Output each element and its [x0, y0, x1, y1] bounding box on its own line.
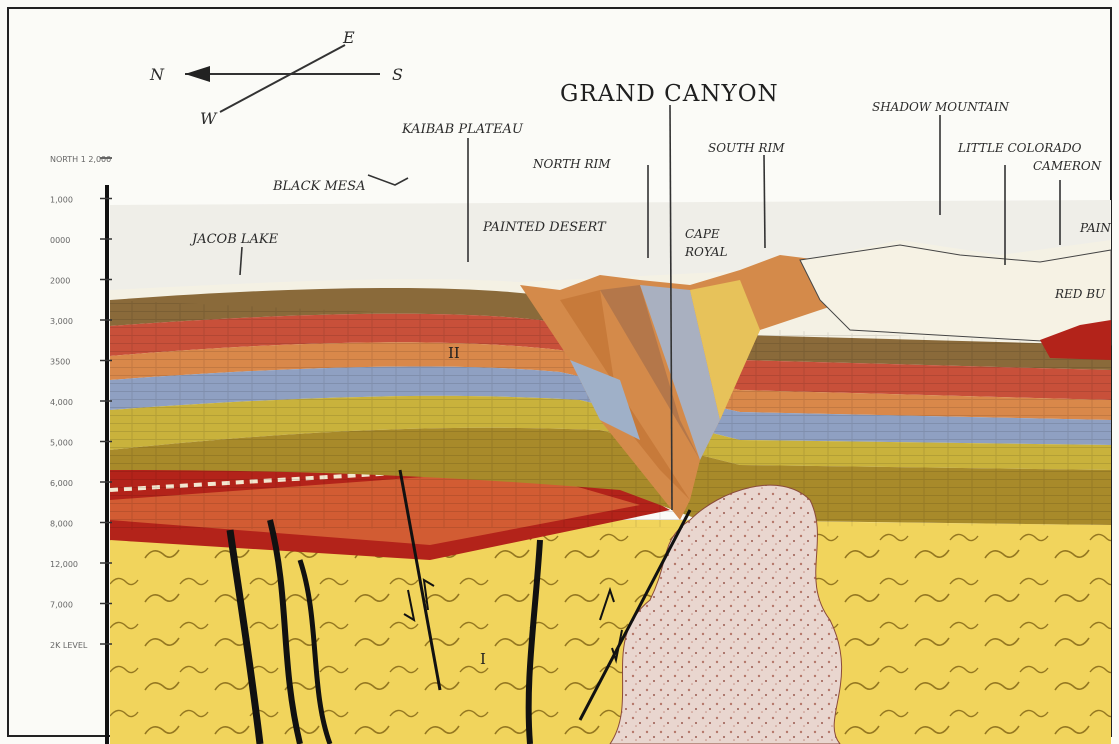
label-paint-partial: PAIN — [1079, 221, 1111, 235]
label-red-butte-partial: RED BU — [1054, 287, 1106, 301]
scale-tick-label: 6,000 — [50, 479, 73, 488]
label-north-rim: NORTH RIM — [532, 157, 611, 171]
scale-tick-label: 4,000 — [50, 398, 73, 407]
label-cape: CAPE — [685, 227, 720, 241]
scale-tick-label: 5,000 — [50, 439, 73, 448]
label-little-colorado: LITTLE COLORADO — [957, 141, 1082, 155]
compass-e: E — [342, 28, 355, 47]
diagram-title: GRAND CANYON — [560, 81, 779, 107]
scale-tick-label: 3,000 — [50, 317, 73, 326]
scale-tick-label: 2000 — [50, 277, 70, 286]
scale-tick-label: 7,000 — [50, 601, 73, 610]
label-black-mesa: BLACK MESA — [272, 179, 365, 194]
label-cameron: CAMERON — [1033, 159, 1102, 173]
scale-tick-label: 2K LEVEL — [50, 641, 88, 650]
label-kaibab-plateau: KAIBAB PLATEAU — [401, 122, 524, 137]
compass-n: N — [149, 65, 165, 84]
scale-tick-label: NORTH 1 2,000 — [50, 155, 111, 164]
scale-tick-label: 1,000 — [50, 196, 73, 205]
label-painted-desert: PAINTED DESERT — [482, 220, 607, 235]
scale-tick-label: 0000 — [50, 236, 70, 245]
scale-tick-label: 12,000 — [50, 560, 78, 569]
label-royal: ROYAL — [684, 245, 728, 259]
scale-ticks: NORTH 1 2,000 1,000 0000 2000 3,000 3500 4,000… — [50, 155, 112, 650]
scale-tick-label: 8,000 — [50, 520, 73, 529]
compass-w: W — [200, 109, 218, 128]
label-roman-i: I — [480, 650, 486, 668]
compass-icon: N E S W — [149, 28, 403, 128]
label-jacob-lake: JACOB LAKE — [189, 232, 279, 247]
label-shadow-mountain: SHADOW MOUNTAIN — [872, 100, 1009, 114]
label-roman-ii: II — [448, 344, 460, 362]
compass-s: S — [392, 65, 403, 84]
label-south-rim: SOUTH RIM — [708, 141, 785, 155]
scale-tick-label: 3500 — [50, 358, 70, 367]
